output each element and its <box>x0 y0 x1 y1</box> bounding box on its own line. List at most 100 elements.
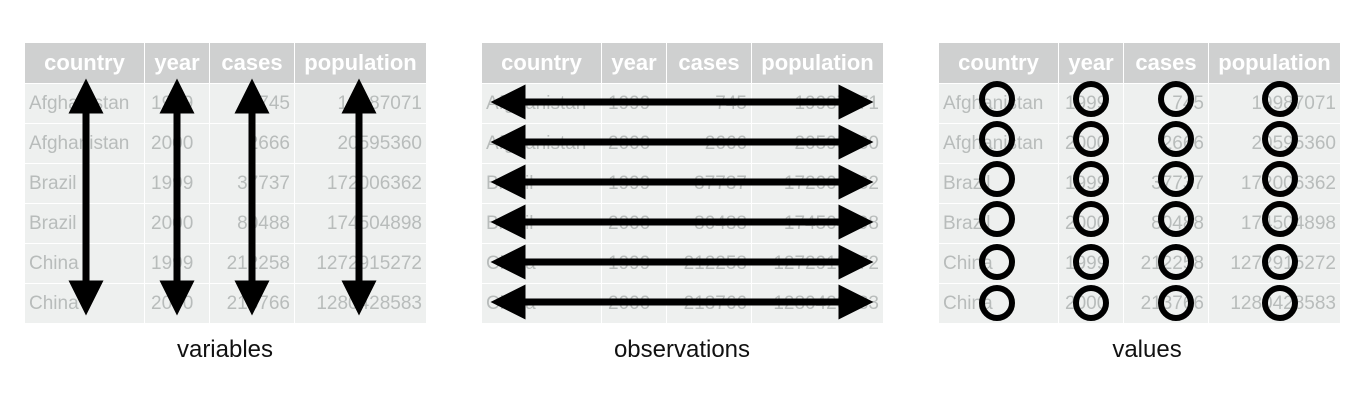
observations-panel: country year cases population Afghanista… <box>482 43 883 323</box>
cell-year: 2000 <box>145 203 210 243</box>
table-row: China 2000 213766 1280428583 <box>25 283 426 323</box>
cell-year: 1999 <box>145 243 210 283</box>
cell-country: China <box>482 243 602 283</box>
cell-cases: 213766 <box>667 283 752 323</box>
table-row: China 1999 212258 1272915272 <box>482 243 883 283</box>
cell-population: 20595360 <box>752 123 883 163</box>
header-population: population <box>295 43 426 83</box>
table-row: Brazil 1999 37737 172006362 <box>482 163 883 203</box>
caption-observations: observations <box>613 336 751 363</box>
cell-population: 1280428583 <box>1209 283 1340 323</box>
cell-population: 174504898 <box>752 203 883 243</box>
cell-country: Brazil <box>482 203 602 243</box>
cell-country: Brazil <box>25 203 145 243</box>
cell-country: Afghanistan <box>939 83 1059 123</box>
cell-country: China <box>25 283 145 323</box>
cell-cases: 212258 <box>667 243 752 283</box>
table-row: Afghanistan 2000 2666 20595360 <box>25 123 426 163</box>
table-row: Brazil 1999 37737 172006362 <box>939 163 1340 203</box>
cell-country: Afghanistan <box>482 83 602 123</box>
header-population: population <box>1209 43 1340 83</box>
cell-cases: 37737 <box>1124 163 1209 203</box>
cell-cases: 212258 <box>210 243 295 283</box>
cell-country: Afghanistan <box>25 83 145 123</box>
cell-population: 174504898 <box>1209 203 1340 243</box>
table-row: Afghanistan 1999 745 19987071 <box>939 83 1340 123</box>
cell-country: Afghanistan <box>482 123 602 163</box>
table-row: Brazil 2000 80488 174504898 <box>939 203 1340 243</box>
cell-cases: 2666 <box>667 123 752 163</box>
header-cases: cases <box>667 43 752 83</box>
table-row: Afghanistan 2000 2666 20595360 <box>482 123 883 163</box>
header-country: country <box>939 43 1059 83</box>
cell-population: 1280428583 <box>295 283 426 323</box>
cell-country: China <box>939 283 1059 323</box>
cell-year: 1999 <box>145 163 210 203</box>
cell-year: 2000 <box>602 203 667 243</box>
cell-population: 20595360 <box>295 123 426 163</box>
variables-table: country year cases population Afghanista… <box>25 43 426 323</box>
table-row: China 1999 212258 1272915272 <box>939 243 1340 283</box>
header-year: year <box>1059 43 1124 83</box>
header-cases: cases <box>210 43 295 83</box>
cell-population: 174504898 <box>295 203 426 243</box>
cell-cases: 212258 <box>1124 243 1209 283</box>
cell-year: 2000 <box>1059 203 1124 243</box>
table-row: Brazil 2000 80488 174504898 <box>25 203 426 243</box>
cell-cases: 80488 <box>210 203 295 243</box>
cell-year: 1999 <box>145 83 210 123</box>
cell-year: 2000 <box>602 123 667 163</box>
header-year: year <box>602 43 667 83</box>
cell-population: 172006362 <box>295 163 426 203</box>
table-row: China 2000 213766 1280428583 <box>482 283 883 323</box>
cell-country: China <box>939 243 1059 283</box>
header-row: country year cases population <box>482 43 883 83</box>
cell-cases: 37737 <box>667 163 752 203</box>
cell-population: 1272915272 <box>752 243 883 283</box>
cell-year: 1999 <box>602 83 667 123</box>
cell-country: Brazil <box>939 163 1059 203</box>
cell-population: 1272915272 <box>1209 243 1340 283</box>
cell-year: 1999 <box>1059 83 1124 123</box>
cell-country: Brazil <box>482 163 602 203</box>
cell-year: 1999 <box>602 163 667 203</box>
header-cases: cases <box>1124 43 1209 83</box>
table-row: Brazil 2000 80488 174504898 <box>482 203 883 243</box>
cell-year: 1999 <box>602 243 667 283</box>
cell-population: 172006362 <box>752 163 883 203</box>
variables-panel: country year cases population Afghanista… <box>25 43 426 323</box>
cell-year: 2000 <box>602 283 667 323</box>
cell-cases: 745 <box>667 83 752 123</box>
header-row: country year cases population <box>25 43 426 83</box>
caption-variables: variables <box>176 336 274 363</box>
header-country: country <box>482 43 602 83</box>
header-population: population <box>752 43 883 83</box>
cell-country: Brazil <box>939 203 1059 243</box>
cell-cases: 2666 <box>1124 123 1209 163</box>
cell-cases: 2666 <box>210 123 295 163</box>
cell-country: China <box>482 283 602 323</box>
table-row: China 1999 212258 1272915272 <box>25 243 426 283</box>
cell-cases: 745 <box>1124 83 1209 123</box>
cell-year: 1999 <box>1059 163 1124 203</box>
header-row: country year cases population <box>939 43 1340 83</box>
cell-population: 19987071 <box>752 83 883 123</box>
cell-population: 1280428583 <box>752 283 883 323</box>
cell-cases: 213766 <box>1124 283 1209 323</box>
table-row: Brazil 1999 37737 172006362 <box>25 163 426 203</box>
cell-cases: 745 <box>210 83 295 123</box>
cell-population: 19987071 <box>295 83 426 123</box>
cell-year: 1999 <box>1059 243 1124 283</box>
cell-year: 2000 <box>1059 283 1124 323</box>
values-panel: country year cases population Afghanista… <box>939 43 1340 323</box>
cell-population: 19987071 <box>1209 83 1340 123</box>
header-year: year <box>145 43 210 83</box>
cell-country: China <box>25 243 145 283</box>
table-row: Afghanistan 1999 745 19987071 <box>482 83 883 123</box>
cell-country: Afghanistan <box>939 123 1059 163</box>
cell-population: 172006362 <box>1209 163 1340 203</box>
header-country: country <box>25 43 145 83</box>
table-row: Afghanistan 1999 745 19987071 <box>25 83 426 123</box>
cell-year: 2000 <box>1059 123 1124 163</box>
cell-country: Brazil <box>25 163 145 203</box>
